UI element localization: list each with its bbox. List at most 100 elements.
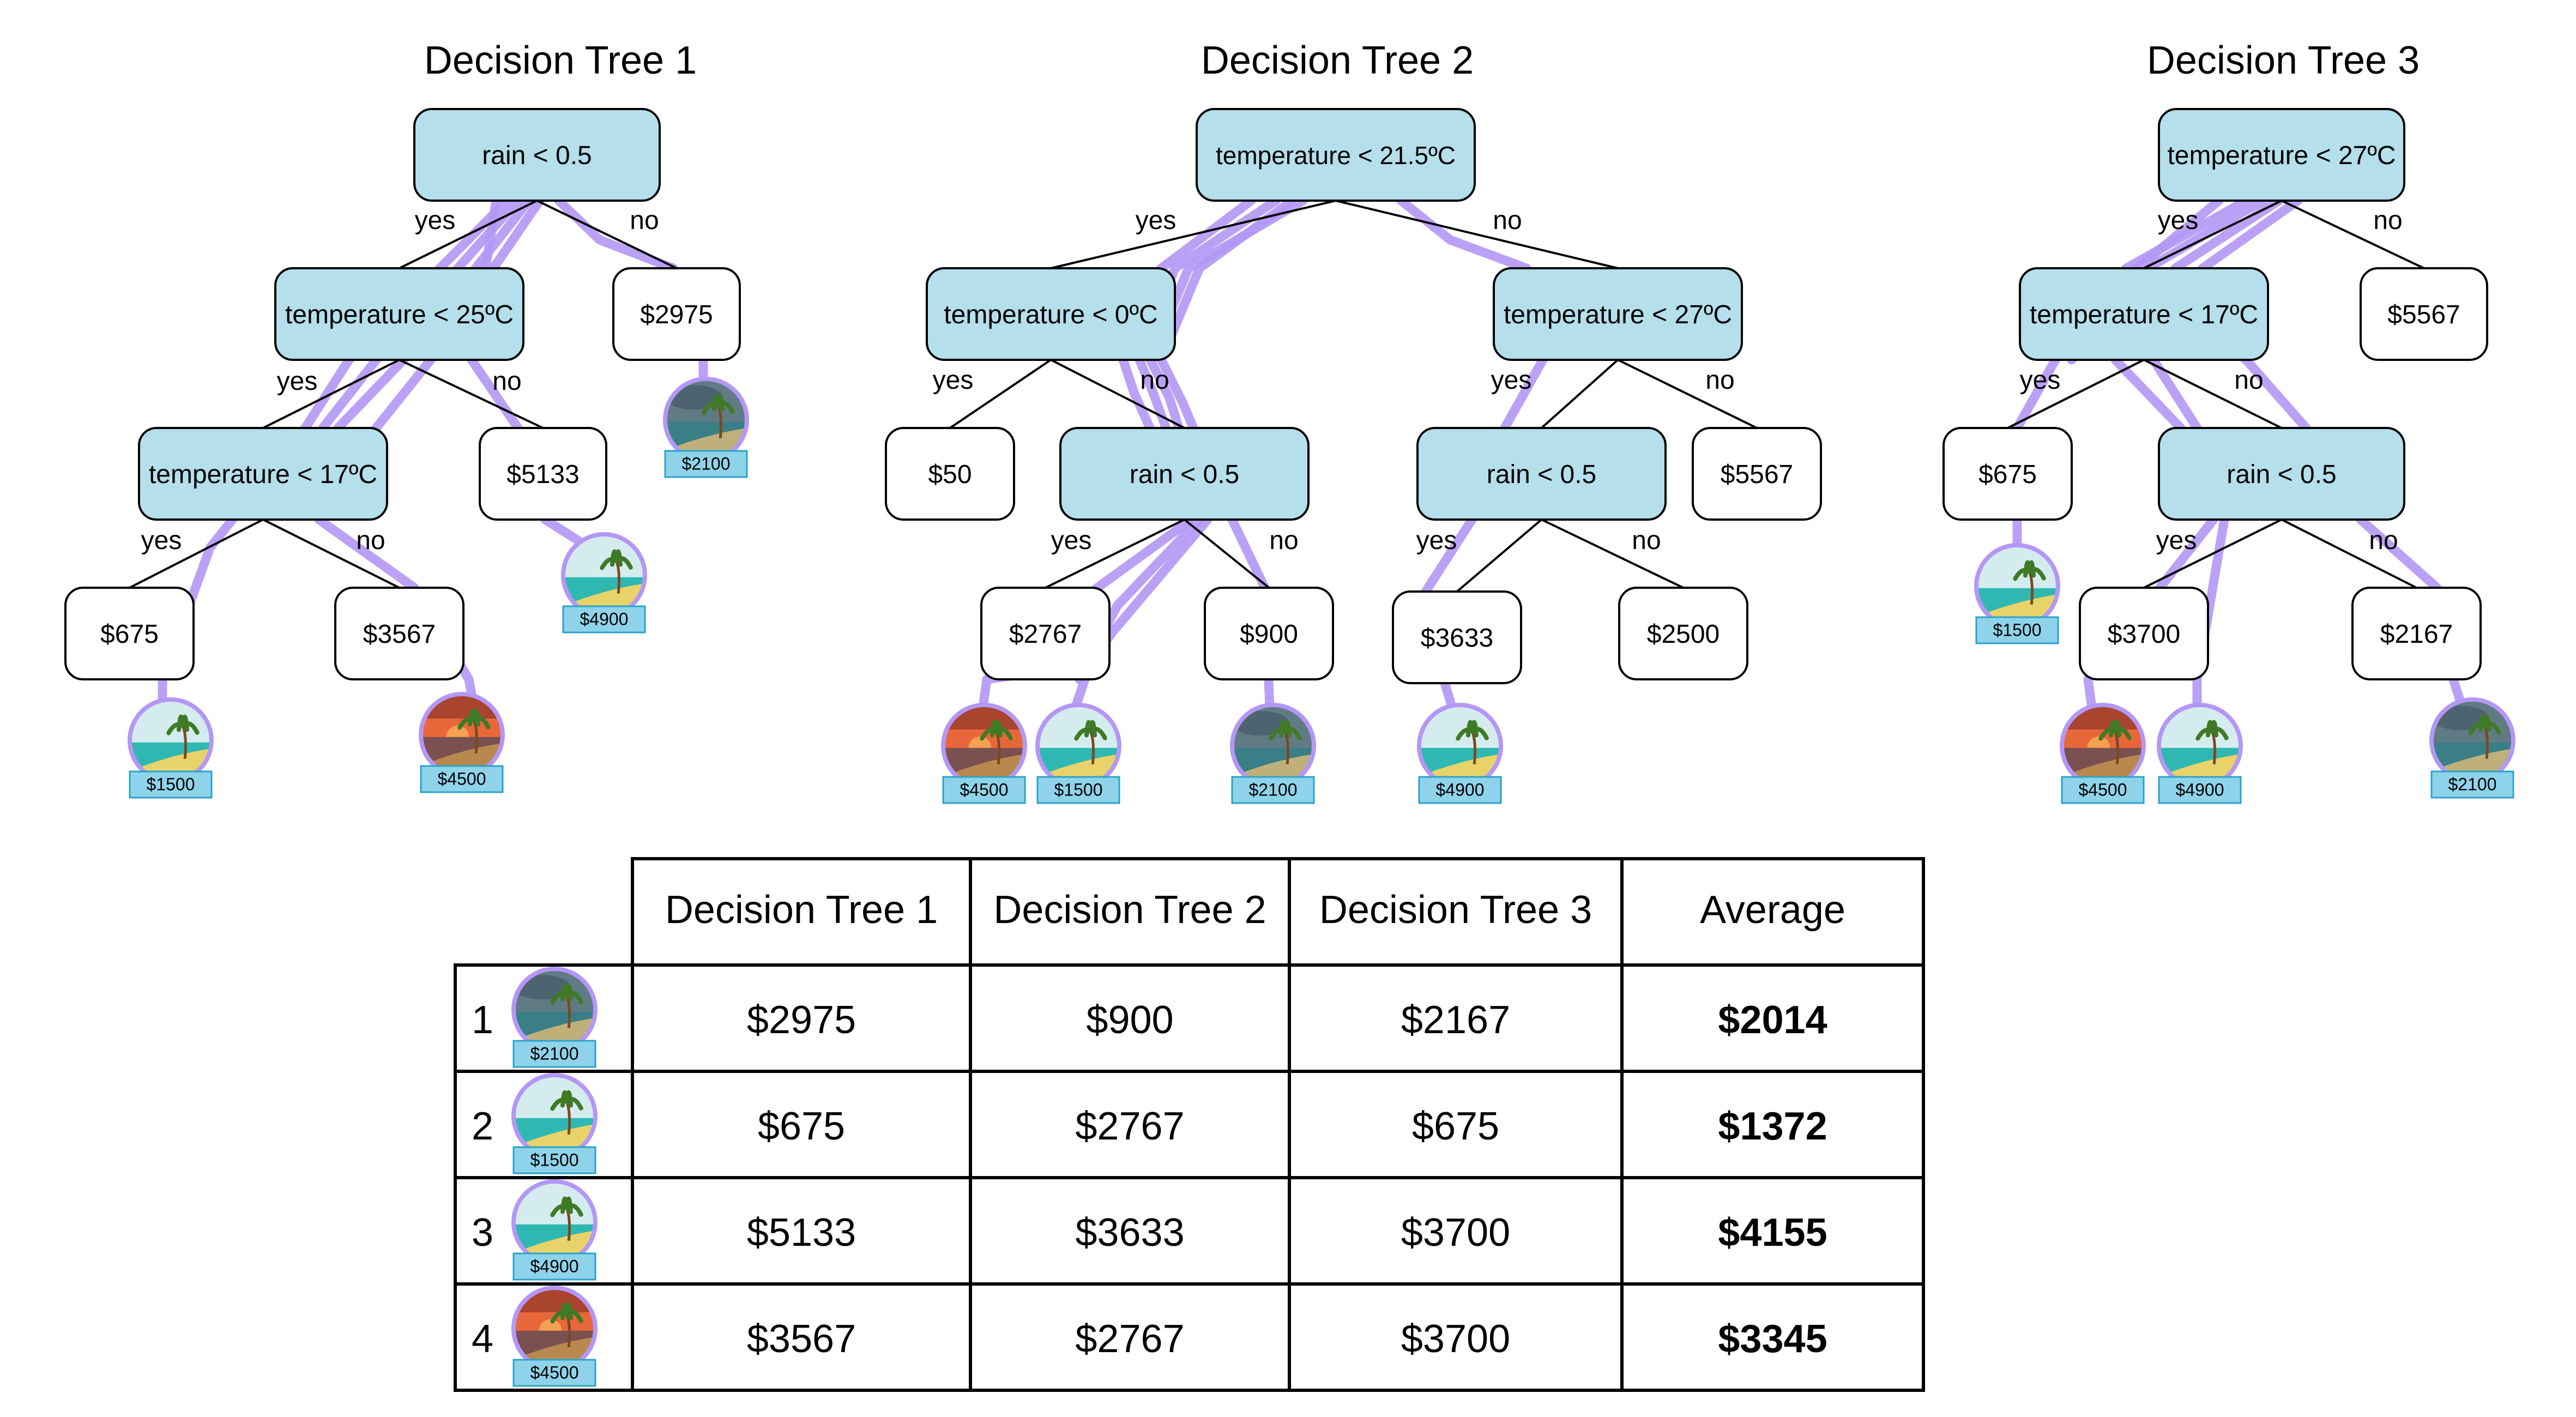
- tree-prediction: $2767: [1075, 1317, 1184, 1361]
- node-label: $5567: [1721, 460, 1793, 489]
- tree-edge: [1541, 359, 1619, 429]
- sample-badge: $2100: [1230, 703, 1316, 804]
- node-label: temperature < 21.5ºC: [1216, 141, 1456, 170]
- tree-edge: [399, 200, 538, 269]
- tree-edge: [262, 359, 400, 429]
- node-label: rain < 0.5: [2227, 460, 2336, 489]
- tree-edge: [2281, 200, 2424, 269]
- table-header: Decision Tree 3: [1319, 888, 1592, 932]
- row-sample-badge: $2100: [511, 967, 598, 1068]
- node-label: temperature < 25ºC: [285, 300, 514, 329]
- price-tag-label: $4900: [1436, 780, 1485, 800]
- node-label: rain < 0.5: [1487, 460, 1596, 489]
- node-label: temperature < 17ºC: [149, 460, 377, 489]
- edge-label: no: [630, 206, 659, 235]
- row-sample-badge: $1500: [511, 1073, 598, 1174]
- price-tag-label: $4500: [438, 769, 486, 789]
- decision-node: temperature < 21.5ºC: [1196, 108, 1476, 202]
- edge-label: yes: [1491, 366, 1532, 395]
- tree-edge: [949, 359, 1052, 429]
- edge-label: yes: [2020, 366, 2061, 395]
- sample-badge: $1500: [1035, 703, 1121, 804]
- edge-label: yes: [2156, 526, 2197, 555]
- decision-node: rain < 0.5: [2158, 427, 2405, 521]
- edge-label: no: [2234, 366, 2263, 395]
- tree-edge: [2143, 359, 2282, 429]
- table-header: Decision Tree 1: [665, 888, 938, 932]
- node-label: $675: [1978, 460, 2037, 489]
- decision-node: temperature < 27ºC: [1493, 267, 1743, 361]
- node-label: temperature < 17ºC: [2030, 300, 2258, 329]
- row-index: 3: [472, 1211, 493, 1255]
- leaf-node: $2975: [612, 267, 741, 361]
- price-tag: [1418, 776, 1502, 804]
- leaf-node: $3700: [2079, 587, 2209, 680]
- price-tag: [942, 776, 1026, 804]
- edge-label: no: [1705, 366, 1734, 395]
- leaf-node: $5567: [1692, 427, 1822, 521]
- average-prediction: $3345: [1718, 1317, 1827, 1361]
- leaf-node: $50: [885, 427, 1015, 521]
- table-header: Decision Tree 2: [993, 888, 1266, 932]
- price-tag: [1231, 776, 1315, 804]
- tree-edge: [1184, 518, 1270, 589]
- prediction-table: Decision Tree 1 Decision Tree 2 Decision T…: [454, 857, 1925, 1392]
- price-tag: [1975, 616, 2059, 644]
- tree-prediction: $5133: [747, 1211, 856, 1255]
- edge-label: yes: [1136, 206, 1177, 235]
- node-label: $5133: [506, 460, 579, 489]
- price-tag-label: $1500: [147, 775, 195, 794]
- average-prediction: $4155: [1718, 1211, 1827, 1255]
- node-label: $2975: [640, 300, 713, 329]
- node-label: rain < 0.5: [1130, 460, 1239, 489]
- sample-badge: $4900: [2157, 703, 2243, 804]
- price-tag: [2061, 776, 2145, 804]
- price-tag: [664, 450, 748, 478]
- edge-label: yes: [277, 367, 318, 396]
- edge-label: yes: [1416, 526, 1457, 555]
- leaf-node: $3567: [334, 587, 464, 680]
- tree-edge: [2281, 518, 2417, 589]
- leaf-node: $2767: [980, 587, 1111, 680]
- sample-badge: $4500: [941, 703, 1027, 804]
- tree-edge: [536, 200, 677, 269]
- price-tag: [512, 1040, 596, 1068]
- node-label: $675: [100, 620, 159, 649]
- price-tag-label: $2100: [682, 454, 731, 474]
- edge-label: yes: [1051, 526, 1092, 555]
- tree-edge: [2007, 359, 2145, 429]
- tree-prediction: $675: [758, 1105, 845, 1148]
- tree-prediction: $900: [1086, 998, 1173, 1042]
- sample-badge: $2100: [663, 377, 749, 478]
- leaf-node: $2167: [2351, 587, 2482, 680]
- tree-prediction: $2767: [1075, 1105, 1184, 1148]
- edge-label: yes: [141, 526, 182, 555]
- node-label: $5567: [2387, 300, 2460, 329]
- price-tag: [2430, 770, 2514, 799]
- tree-edge: [1050, 359, 1185, 429]
- tree-prediction: $675: [1412, 1105, 1499, 1148]
- decision-node: temperature < 0ºC: [926, 267, 1176, 361]
- price-tag: [129, 770, 213, 799]
- decision-node: temperature < 17ºC: [138, 427, 388, 521]
- row-index: 1: [472, 998, 493, 1042]
- price-tag: [420, 765, 504, 793]
- price-tag-label: $1500: [1054, 780, 1103, 800]
- price-tag: [512, 1359, 596, 1387]
- tree-edge: [1051, 200, 1336, 269]
- beach-scene-icon: [565, 536, 643, 614]
- node-label: $50: [928, 460, 972, 489]
- decision-node: temperature < 17ºC: [2019, 267, 2269, 361]
- edge-label: no: [1269, 526, 1298, 555]
- beach-scene-icon: [1039, 707, 1118, 785]
- price-tag: [512, 1146, 596, 1174]
- tree-prediction: $3567: [747, 1317, 856, 1361]
- tree-title: Decision Tree 3: [2147, 39, 2420, 82]
- edge-label: yes: [933, 366, 974, 395]
- tree-edge: [1617, 359, 1758, 429]
- tree-prediction: $2975: [747, 998, 856, 1042]
- price-tag-label: $4900: [2176, 780, 2224, 800]
- edge-label: no: [1140, 366, 1169, 395]
- leaf-node: $5133: [479, 427, 607, 521]
